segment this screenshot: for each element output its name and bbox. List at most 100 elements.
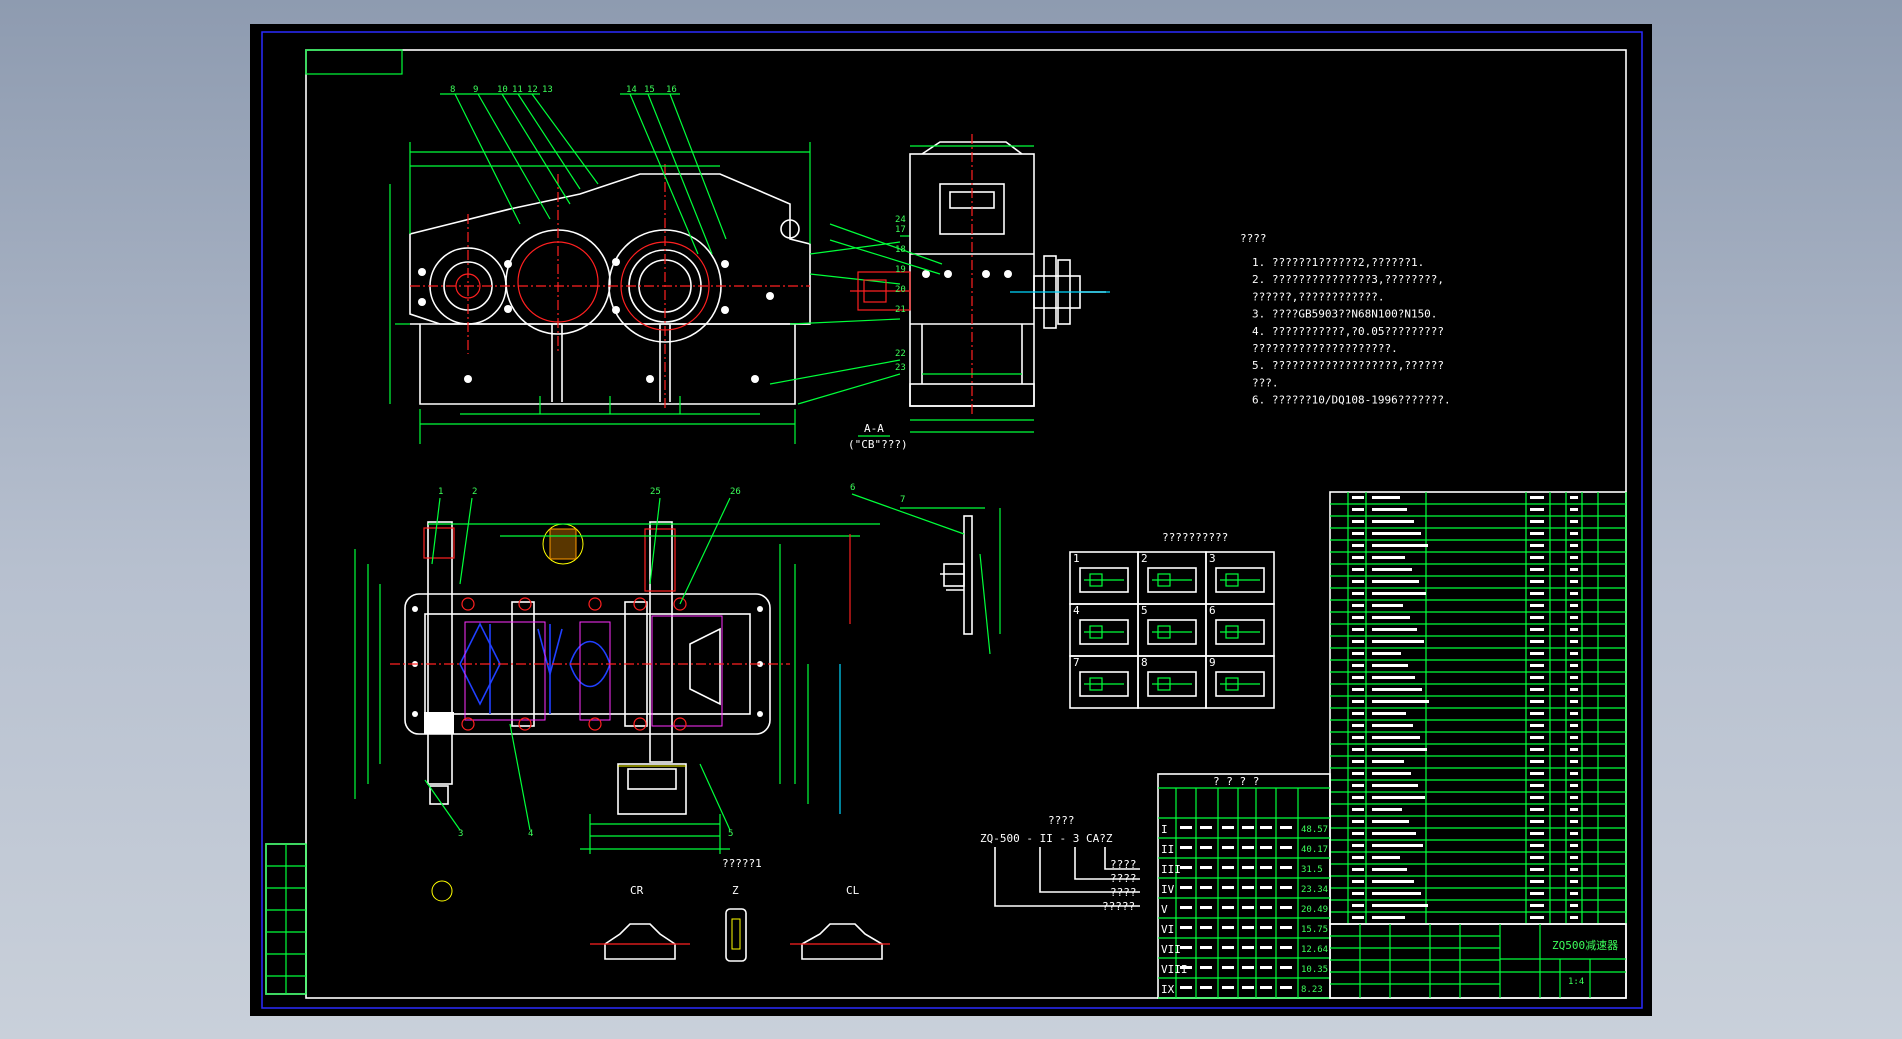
model-label-4: ?????	[1102, 900, 1135, 913]
ratio-roman: VIII	[1161, 963, 1188, 976]
assembly-option: 4	[1069, 603, 1139, 657]
assembly-option: 8	[1137, 655, 1207, 709]
leader-number: 8	[450, 85, 455, 95]
leader-number: 1	[438, 487, 443, 497]
leader-number: 26	[730, 487, 741, 497]
assembly-options-grid: 1 2 3 4 5 6 7 8 9	[1069, 551, 1275, 709]
model-code: ZQ-500 - II - 3 CA?Z	[980, 832, 1113, 845]
leader-number: 4	[528, 829, 533, 839]
assembly-option-number: 9	[1209, 656, 1216, 669]
ratio-value: 23.34	[1301, 885, 1328, 895]
note-line: ?????????????????????.	[1252, 342, 1398, 355]
assembly-option-number: 2	[1141, 552, 1148, 565]
leader-number: 21	[895, 305, 906, 315]
leader-number: 14	[626, 85, 637, 95]
note-line: 2. ???????????????3,????????,	[1252, 273, 1444, 286]
title-block	[1329, 923, 1627, 999]
ratio-value: 12.64	[1301, 945, 1328, 955]
ratio-value: 40.17	[1301, 845, 1328, 855]
parts-list-table	[1329, 491, 1627, 925]
assembly-option-number: 3	[1209, 552, 1216, 565]
assembly-option: 5	[1137, 603, 1207, 657]
title-block-scale: 1:4	[1568, 977, 1584, 987]
leader-number: 24	[895, 215, 906, 225]
leader-number: 9	[473, 85, 478, 95]
leader-number: 13	[542, 85, 553, 95]
assembly-option-number: 6	[1209, 604, 1216, 617]
assembly-title: ??????????	[1162, 531, 1228, 544]
ratio-value: 8.23	[1301, 985, 1323, 995]
notes-title: ????	[1240, 232, 1267, 245]
model-label-1: ????	[1110, 858, 1137, 871]
ratio-value: 10.35	[1301, 965, 1328, 975]
title-block-name: ZQ500减速器	[1552, 939, 1618, 952]
leader-number: 16	[666, 85, 677, 95]
drawing-canvas[interactable]: ???? 1. ??????1??????2,??????1. 2. ??????…	[250, 24, 1652, 1016]
assembly-option: 2	[1137, 551, 1207, 605]
revision-strip	[265, 843, 307, 995]
front-view	[389, 93, 910, 444]
note-line: ??????,????????????.	[1252, 290, 1384, 303]
ratio-roman: III	[1161, 863, 1181, 876]
notes-list: 1. ??????1??????2,??????1. 2. ???????????…	[1252, 256, 1451, 407]
ratio-roman: VII	[1161, 943, 1181, 956]
leader-number: 3	[458, 829, 463, 839]
ratio-value: 20.49	[1301, 905, 1328, 915]
ratio-roman: I	[1161, 823, 1168, 836]
leader-number: 17	[895, 225, 906, 235]
model-heading: ????	[1048, 814, 1075, 827]
note-line: 3. ????GB5903??N68N100?N150.	[1252, 308, 1437, 321]
assembly-option: 9	[1205, 655, 1275, 709]
note-line: 5. ???????????????????,??????	[1252, 359, 1444, 372]
assembly-option: 3	[1205, 551, 1275, 605]
leader-number: 7	[900, 495, 905, 505]
assembly-option: 7	[1069, 655, 1139, 709]
assembly-option-number: 5	[1141, 604, 1148, 617]
section-sub: ("CB"???)	[848, 438, 908, 451]
assembly-option-number: 1	[1073, 552, 1080, 565]
leader-number: 22	[895, 349, 906, 359]
bottom-detail-views	[590, 908, 890, 962]
assembly-option-number: 4	[1073, 604, 1080, 617]
leader-number: 15	[644, 85, 655, 95]
view-label-cl: CL	[846, 884, 860, 897]
assembly-option-number: 8	[1141, 656, 1148, 669]
detail-label: ?????1	[722, 857, 762, 870]
note-line: 6. ??????10/DQ108-1996???????.	[1252, 394, 1451, 407]
drawing-sheet: ???? 1. ??????1??????2,??????1. 2. ??????…	[250, 24, 1652, 1016]
leader-number: 25	[650, 487, 661, 497]
assembly-option: 6	[1205, 603, 1275, 657]
ratio-roman: II	[1161, 843, 1174, 856]
model-label-3: ????	[1110, 886, 1137, 899]
view-label-cr: CR	[630, 884, 644, 897]
ratio-roman: IV	[1161, 883, 1175, 896]
assembly-option-number: 7	[1073, 656, 1080, 669]
leader-number: 19	[895, 265, 906, 275]
ratio-value: 31.5	[1301, 865, 1323, 875]
leader-number: 2	[472, 487, 477, 497]
plan-view	[354, 497, 880, 902]
leader-number: 18	[895, 245, 906, 255]
note-line: 4. ???????????,?0.05?????????	[1252, 325, 1444, 338]
ratio-table-title: ? ? ? ?	[1213, 775, 1259, 788]
ratio-roman: V	[1161, 903, 1168, 916]
view-label-z: Z	[732, 884, 739, 897]
note-line: ???.	[1252, 376, 1279, 389]
leader-number: 12	[527, 85, 538, 95]
section-label: A-A	[864, 422, 884, 435]
model-label-2: ????	[1110, 872, 1137, 885]
side-view	[829, 134, 1110, 433]
assembly-option: 1	[1069, 551, 1139, 605]
ratio-value: 15.75	[1301, 925, 1328, 935]
leader-number: 20	[895, 285, 906, 295]
leader-number: 10	[497, 85, 508, 95]
ratio-roman: VI	[1161, 923, 1174, 936]
model-leaders	[994, 847, 1140, 907]
leader-number: 5	[728, 829, 733, 839]
leader-number: 6	[850, 483, 855, 493]
note-line: 1. ??????1??????2,??????1.	[1252, 256, 1424, 269]
detail-view	[849, 493, 1001, 655]
